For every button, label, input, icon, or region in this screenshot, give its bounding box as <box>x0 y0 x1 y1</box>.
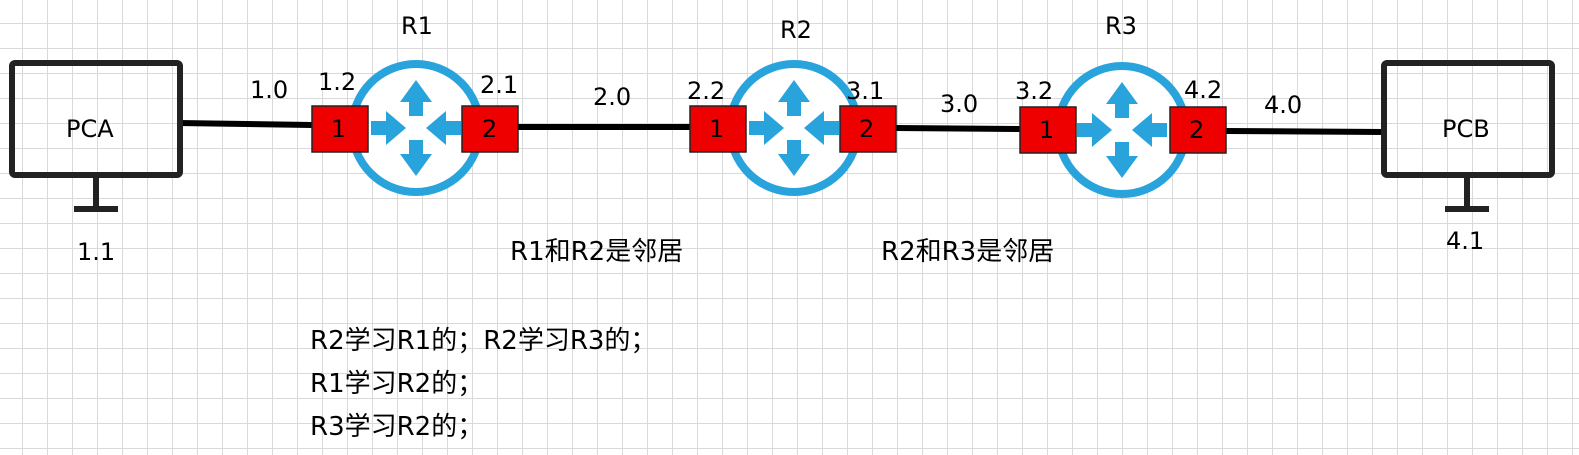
ip-r3-port-1: 3.2 <box>1015 77 1054 105</box>
links <box>177 120 1385 135</box>
learning-note-line: R2学习R1的；R2学习R3的； <box>310 326 657 356</box>
pca-label: PCA <box>66 115 114 143</box>
router-r2-icon <box>726 60 862 196</box>
router-r3-name: R3 <box>1105 12 1137 40</box>
r3-port-2 <box>1169 106 1227 154</box>
router-r1-icon <box>348 60 484 196</box>
r3-port-1 <box>1019 106 1077 154</box>
pcb-label: PCB <box>1442 115 1490 143</box>
link-pca-r1 <box>177 120 313 128</box>
r1-port-1 <box>311 105 369 153</box>
pcb-ip: 4.1 <box>1446 227 1485 255</box>
learning-notes: R2学习R1的；R2学习R3的； R1学习R2的； R3学习R2的； <box>310 320 656 449</box>
router-r1-name: R1 <box>401 12 433 40</box>
learning-note-line: R1学习R2的； <box>310 369 484 399</box>
link-r3-pcb <box>1225 128 1385 135</box>
network-3: 3.0 <box>940 90 979 118</box>
r3-port-1-label: 1 <box>1039 116 1055 144</box>
neighbor-note-r1-r2: R1和R2是邻居 <box>510 237 684 267</box>
ip-r2-port-1: 2.2 <box>687 77 726 105</box>
pcb-monitor-icon <box>1381 60 1555 212</box>
r1-port-2 <box>461 105 519 153</box>
pca-ip: 1.1 <box>77 238 116 266</box>
r2-port-1-label: 1 <box>709 115 725 143</box>
network-4: 4.0 <box>1264 91 1303 119</box>
neighbor-note-r2-r3: R2和R3是邻居 <box>881 237 1055 267</box>
r1-port-2-label: 2 <box>482 115 498 143</box>
ip-r1-port-2: 2.1 <box>480 71 519 99</box>
r2-port-2 <box>839 105 897 153</box>
ip-r3-port-2: 4.2 <box>1184 76 1223 104</box>
learning-note-line: R3学习R2的； <box>310 412 484 442</box>
r1-port-1-label: 1 <box>331 115 347 143</box>
r3-port-2-label: 2 <box>1189 116 1205 144</box>
r2-port-2-label: 2 <box>859 115 875 143</box>
ip-r2-port-2: 3.1 <box>846 77 885 105</box>
network-1: 1.0 <box>250 76 289 104</box>
r2-port-1 <box>689 105 747 153</box>
router-r3-icon <box>1054 62 1190 198</box>
pca-monitor-icon <box>9 60 183 212</box>
ports <box>311 105 1227 154</box>
network-2: 2.0 <box>593 83 632 111</box>
link-r2-r3 <box>895 125 1021 132</box>
router-r2-name: R2 <box>780 16 812 44</box>
ip-r1-port-1: 1.2 <box>318 68 357 96</box>
